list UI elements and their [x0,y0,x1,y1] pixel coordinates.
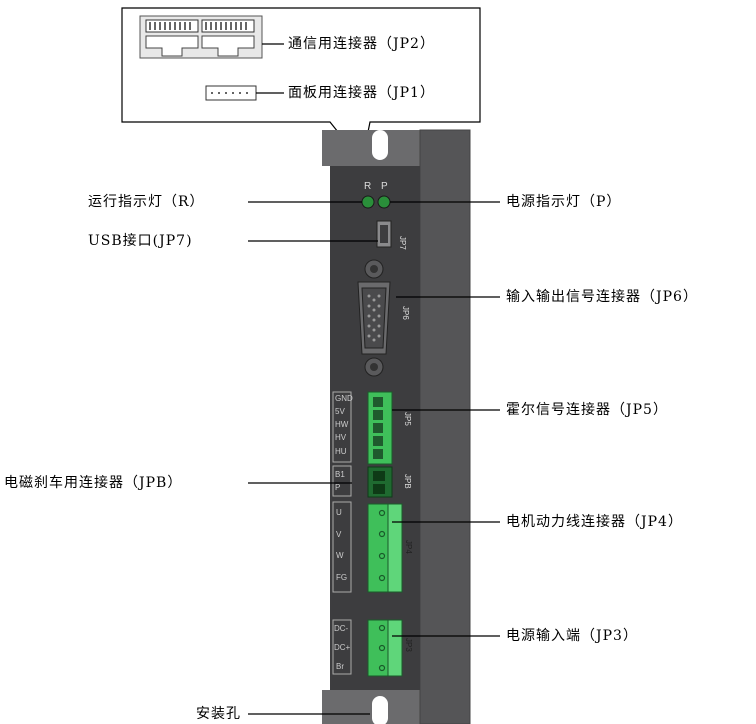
jp4-pin-w: W [336,551,344,560]
jp3-pin-dc-plus: DC+ [334,643,351,652]
leader-lines [248,201,500,715]
jp3-pin-dc-minus: DC- [334,624,349,633]
jp4-pin-u: U [336,508,342,517]
jp4-text: JP4 [404,540,413,554]
jp1-label: 面板用连接器（JP1） [288,85,435,101]
run-led-label: 运行指示灯（R） [88,194,205,210]
jp4-pin-fg: FG [336,573,348,582]
usb-label: USB接口(JP7) [88,233,193,249]
hall-label: 霍尔信号连接器（JP5） [506,402,668,418]
led-r-text: R [364,181,371,192]
jpb-connector-icon [367,466,393,498]
jp7-text: JP7 [398,236,407,250]
jpb-pin-b1: B1 [335,470,345,479]
mount-hole-label: 安装孔 [196,706,241,722]
device-side [420,130,470,724]
power-led-icon [377,195,391,209]
jp4-connector-icon [367,503,403,593]
io-signal-label: 输入输出信号连接器（JP6） [506,289,698,305]
jp4-pin-v: V [336,530,342,539]
jp3-pin-br: Br [336,662,344,671]
run-led-icon [361,195,375,209]
jp5-connector-icon [367,391,393,465]
power-led-label: 电源指示灯（P） [506,194,622,210]
motor-power-label: 电机动力线连接器（JP4） [506,514,683,530]
jp5-pin-hu: HU [335,447,347,456]
jp3-text: JP3 [404,638,413,652]
jp3-connector-icon [367,619,403,677]
jp6-text: JP6 [401,306,410,320]
jp5-pin-hv: HV [335,433,347,442]
jp5-pin-5v: 5V [335,407,345,416]
jpb-pin-p: P [335,483,341,492]
db15-connector-icon [357,259,391,377]
jp5-pin-gnd: GND [335,394,353,403]
panel-connector-icon [205,85,257,101]
jp5-pin-hw: HW [335,420,349,429]
power-input-label: 电源输入端（JP3） [506,628,638,644]
jp2-label: 通信用连接器（JP2） [288,36,435,52]
jpb-text: JPB [403,474,412,489]
rj45-connector-icon [139,15,263,59]
led-p-text: P [381,181,388,192]
brake-label: 电磁刹车用连接器（JPB） [4,475,183,491]
jp5-text: JP5 [403,412,412,426]
